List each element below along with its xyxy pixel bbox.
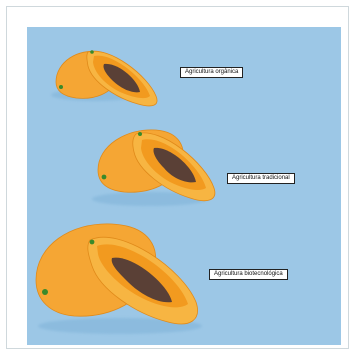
stem-icon (90, 240, 95, 245)
label-organic: Agricultura orgânica (180, 67, 243, 78)
papaya-medium (92, 130, 215, 206)
stem-icon (102, 175, 107, 180)
label-biotech: Agricultura biotecnológica (209, 269, 288, 280)
stem-icon (59, 85, 63, 89)
label-traditional: Agricultura tradicional (227, 173, 295, 184)
stem-icon (138, 132, 142, 136)
stem-icon (42, 289, 48, 295)
papaya-small (51, 50, 157, 106)
stem-icon (90, 50, 94, 54)
papaya-large (36, 224, 202, 334)
